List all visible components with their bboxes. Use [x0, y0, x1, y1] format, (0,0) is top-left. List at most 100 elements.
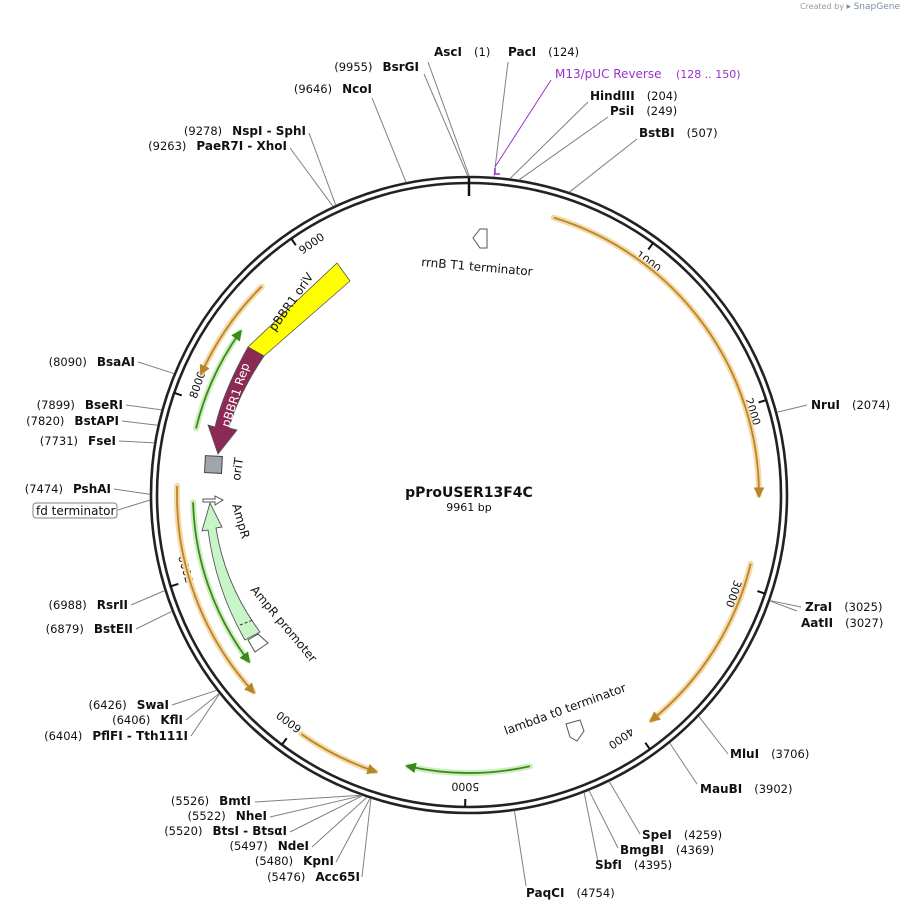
- enzyme-leader-line: [513, 810, 527, 887]
- feature-arc-3[interactable]: [405, 762, 531, 774]
- enzyme-leader-line: [361, 798, 372, 878]
- enzyme-site-zrai[interactable]: ZraI(3025): [805, 600, 882, 614]
- enzyme-site-nrui[interactable]: NruI(2074): [811, 398, 890, 412]
- feature-lambda-t0-terminator[interactable]: lambda t0 terminator: [502, 681, 628, 742]
- enzyme-position: (1): [474, 45, 490, 59]
- enzyme-position: (6988): [49, 598, 87, 612]
- enzyme-leader-line: [371, 97, 407, 183]
- enzyme-leader-line: [568, 138, 638, 193]
- fd-terminator-label: fd terminator: [36, 504, 115, 518]
- enzyme-site-rsrii[interactable]: RsrII(6988): [49, 598, 128, 612]
- feature-arc-8[interactable]: [199, 285, 263, 376]
- rrnb-arrow-icon: [472, 228, 488, 249]
- enzyme-leader-line: [137, 361, 175, 375]
- enzyme-site-kpni[interactable]: KpnI(5480): [255, 854, 334, 868]
- feature-arc-6[interactable]: [192, 502, 251, 664]
- enzyme-name: BstEII: [94, 622, 133, 636]
- fd-terminator-leader: [117, 499, 151, 511]
- feature-arc-4[interactable]: [300, 733, 379, 775]
- enzyme-site-paqci[interactable]: PaqCI(4754): [526, 886, 615, 900]
- scale-tick-label: 6000: [274, 708, 304, 735]
- enzyme-name: BsrGI: [382, 60, 419, 74]
- enzyme-site-bsaai[interactable]: BsaAI(8090): [49, 355, 135, 369]
- enzyme-site-bstapi[interactable]: BstAPI(7820): [26, 414, 119, 428]
- enzyme-leader-line: [185, 693, 220, 721]
- enzyme-site-bsrgi[interactable]: BsrGI(9955): [334, 60, 419, 74]
- enzyme-site-bstbi[interactable]: BstBI(507): [639, 126, 718, 140]
- enzyme-position: (7820): [26, 414, 64, 428]
- enzyme-site-bmgbi[interactable]: BmgBI(4369): [620, 843, 714, 857]
- enzyme-leader-line: [171, 689, 217, 706]
- enzyme-site-acc65i[interactable]: Acc65I(5476): [267, 870, 360, 884]
- enzyme-position: (3706): [771, 747, 809, 761]
- enzyme-leader-line: [289, 147, 334, 207]
- feature-arc-1[interactable]: [553, 216, 765, 499]
- feature-ampr[interactable]: AmpR AmpR promoter: [201, 501, 320, 665]
- enzyme-leader-line: [335, 798, 371, 863]
- enzyme-leader-line: [125, 404, 162, 411]
- enzyme-site-kfli[interactable]: KflI(6406): [112, 713, 183, 727]
- ampr-promoter-label: AmpR promoter: [248, 583, 320, 665]
- feature-arc-2[interactable]: [649, 563, 752, 723]
- enzyme-name: PaeR7I - XhoI: [196, 139, 287, 153]
- scale-tick-9000: [290, 238, 297, 246]
- enzyme-position: (7731): [40, 434, 78, 448]
- feature-pbbr1-rep[interactable]: pBBR1 Rep: [207, 346, 265, 455]
- enzyme-site-pflfi-tth111i[interactable]: PflFI - Tth111I(6404): [44, 729, 188, 743]
- enzyme-site-bseri[interactable]: BseRI(7899): [37, 398, 123, 412]
- enzyme-site-paci[interactable]: PacI(124): [508, 45, 579, 59]
- enzyme-site-btsi-bts-i[interactable]: BtsI - BtsαI(5520): [164, 824, 287, 838]
- enzyme-leader-line: [121, 420, 158, 426]
- fd-terminator-callout[interactable]: fd terminator: [32, 499, 151, 519]
- enzyme-position: (8090): [49, 355, 87, 369]
- enzyme-site-spei[interactable]: SpeI(4259): [642, 828, 722, 842]
- feature-arc-5[interactable]: [176, 485, 256, 694]
- enzyme-site-nspi-sphi[interactable]: NspI - SphI(9278): [184, 124, 306, 138]
- feature-pbbr1-oriv[interactable]: pBBR1 oriV: [247, 262, 351, 357]
- enzyme-position: (9278): [184, 124, 222, 138]
- feature-fd-terminator-mark[interactable]: [202, 495, 225, 506]
- enzyme-site-psii[interactable]: PsiI(249): [610, 104, 677, 118]
- primer-leader: [494, 79, 552, 168]
- scale-tick-1000: [647, 242, 654, 251]
- enzyme-site-nhei[interactable]: NheI(5522): [188, 809, 267, 823]
- enzyme-site-hindiii[interactable]: HindIII(204): [590, 89, 678, 103]
- enzyme-name: BtsI - BtsαI: [212, 824, 287, 838]
- enzyme-site-aatii[interactable]: AatII(3027): [801, 616, 883, 630]
- enzyme-site-bmti[interactable]: BmtI(5526): [171, 794, 251, 808]
- enzyme-site-swai[interactable]: SwaI(6426): [88, 698, 169, 712]
- primer-m13-puc-reverse[interactable]: M13/pUC Reverse (128 .. 150): [494, 67, 741, 175]
- enzyme-site-fsei[interactable]: FseI(7731): [40, 434, 116, 448]
- enzyme-name: SbfI: [595, 858, 622, 872]
- enzyme-site-asci[interactable]: AscI(1): [434, 45, 490, 59]
- enzyme-leader-line: [608, 781, 641, 835]
- enzyme-name: AatII: [801, 616, 833, 630]
- feature-rrnb-t1-terminator[interactable]: rrnB T1 terminator: [421, 228, 534, 279]
- feature-orit[interactable]: oriT: [204, 455, 247, 482]
- enzyme-site-maubi[interactable]: MauBI(3902): [700, 782, 792, 796]
- enzyme-position: (7474): [25, 482, 63, 496]
- enzyme-leader-line: [135, 610, 173, 630]
- enzyme-site-ncoi[interactable]: NcoI(9646): [294, 82, 372, 96]
- enzyme-name: MauBI: [700, 782, 742, 796]
- lambda-arrow-icon: [565, 719, 585, 742]
- pbbr1-rep-shape: [207, 346, 265, 455]
- enzyme-site-sbfi[interactable]: SbfI (4395): [595, 858, 672, 872]
- enzyme-site-bsteii[interactable]: BstEII(6879): [46, 622, 133, 636]
- enzyme-site-paer7i-xhoi[interactable]: PaeR7I - XhoI(9263): [148, 139, 287, 153]
- enzyme-name: NdeI: [278, 839, 309, 853]
- enzyme-name: BseRI: [85, 398, 123, 412]
- enzyme-site-ndei[interactable]: NdeI(5497): [230, 839, 310, 853]
- enzyme-name: NruI: [811, 398, 840, 412]
- enzyme-site-pshai[interactable]: PshAI(7474): [25, 482, 111, 496]
- enzyme-leader-line: [190, 693, 220, 737]
- ampr-shape: [201, 501, 261, 641]
- enzyme-site-mlui[interactable]: MluI(3706): [730, 747, 809, 761]
- fd-terminator-arrow: [202, 495, 225, 506]
- feature-arc-7[interactable]: [195, 329, 242, 429]
- enzyme-position: (4395): [634, 858, 672, 872]
- rrnb-label: rrnB T1 terminator: [421, 255, 534, 279]
- enzyme-leader-line: [588, 790, 619, 849]
